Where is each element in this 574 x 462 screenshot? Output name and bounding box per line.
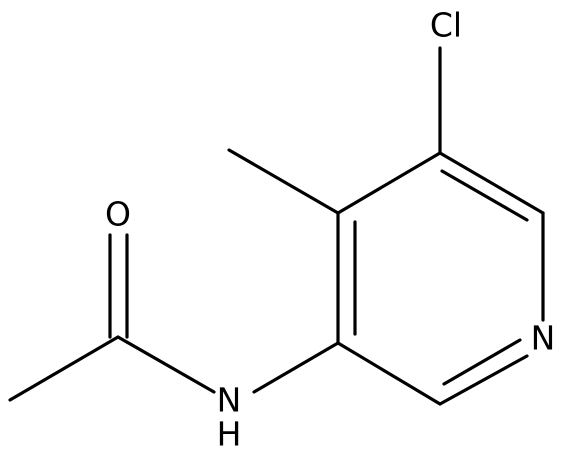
- bond-n-ring-c6-inner: [442, 338, 522, 386]
- ring-nitrogen-label: N: [531, 319, 556, 358]
- bond-nh-carbonyl: [116, 335, 216, 394]
- bond-n-ring-c6: [438, 354, 529, 406]
- bond-c1-nh: [252, 341, 340, 394]
- chlorine-label: Cl: [430, 6, 462, 45]
- amide-hydrogen-label: H: [217, 415, 242, 454]
- bond-c4-c5-inner: [440, 169, 529, 222]
- bond-c6-c1: [336, 341, 442, 406]
- carbonyl-oxygen-label: O: [105, 195, 131, 234]
- bond-c3-methyl: [227, 148, 340, 215]
- amide-nitrogen-label: N: [217, 381, 242, 420]
- bond-c4-c5: [438, 151, 545, 215]
- bond-c3-c4: [336, 151, 442, 215]
- bond-carbonyl-methyl: [8, 335, 120, 402]
